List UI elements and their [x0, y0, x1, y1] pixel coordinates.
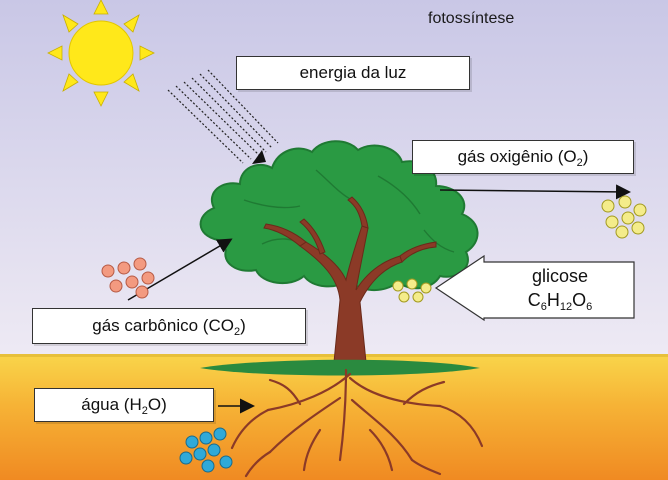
- glucose-molecules: [392, 278, 432, 303]
- water-text: água (H2O): [81, 395, 167, 417]
- oxygen-text: gás oxigênio (O2): [457, 147, 589, 169]
- oxygen-molecules: [601, 195, 647, 239]
- co2-text: gás carbônico (CO2): [92, 316, 246, 338]
- soil-edge-line: [0, 354, 668, 357]
- diagram-title: fotossíntese: [428, 10, 515, 27]
- light-energy-label: energia da luz: [236, 56, 470, 90]
- co2-label: gás carbônico (CO2): [32, 308, 306, 344]
- tree-trunk: [263, 196, 437, 363]
- glucose-label: glicose C6H12O6: [486, 255, 634, 321]
- tree-roots: [230, 368, 484, 478]
- glucose-formula: C6H12O6: [527, 290, 593, 313]
- light-energy-text: energia da luz: [299, 63, 407, 82]
- water-molecules: [179, 427, 233, 473]
- light-rays-arrowhead: [252, 150, 266, 164]
- oxygen-label: gás oxigênio (O2): [412, 140, 634, 174]
- sun-icon: [47, 0, 155, 107]
- water-label: água (H2O): [34, 388, 214, 422]
- oxygen-arrow: [439, 184, 631, 200]
- grass-strip: [200, 359, 480, 376]
- glucose-name: glicose: [531, 265, 589, 286]
- light-rays: [167, 69, 279, 164]
- co2-molecules: [101, 257, 155, 299]
- glucose-callout-arrow: [434, 254, 635, 322]
